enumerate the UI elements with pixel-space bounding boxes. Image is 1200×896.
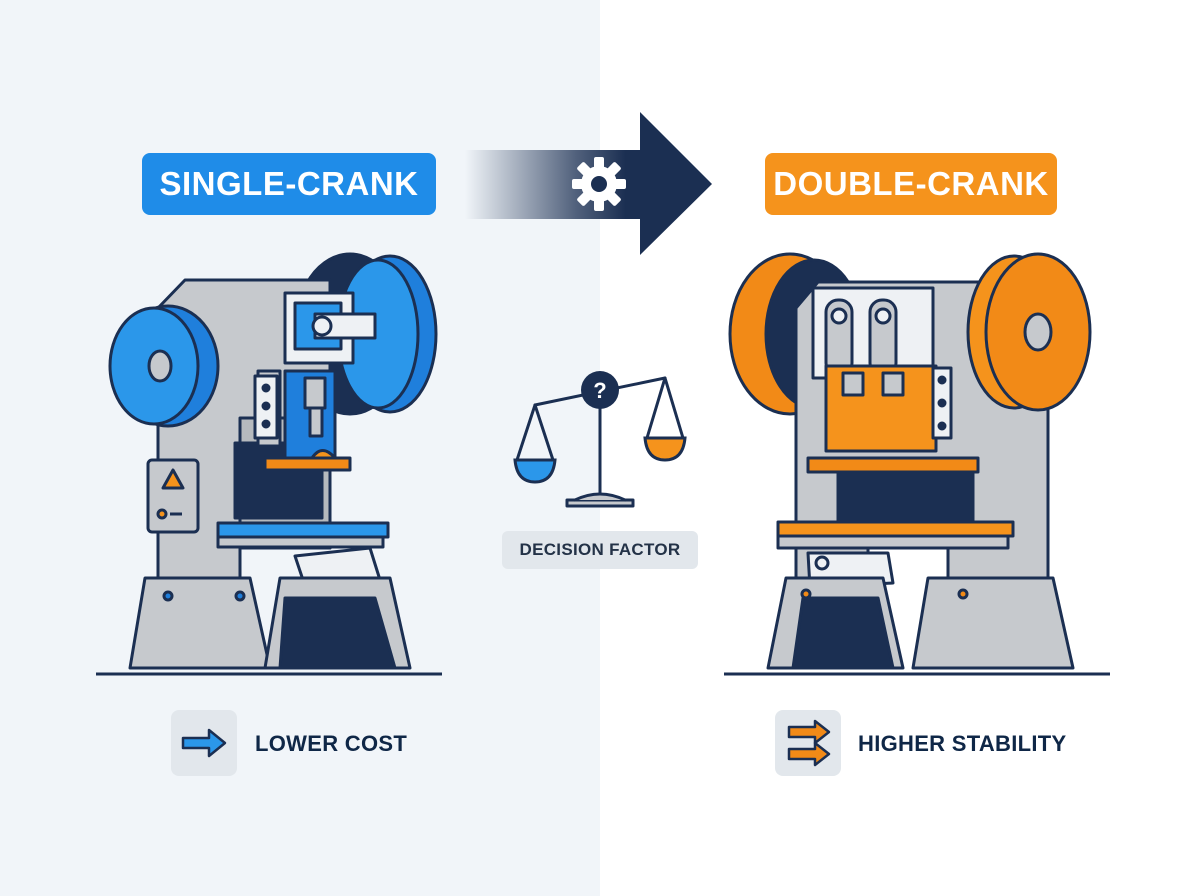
double-crank-press-illustration bbox=[724, 252, 1110, 676]
single-arrow-right-icon bbox=[171, 710, 237, 776]
single-crank-title: SINGLE-CRANK bbox=[159, 165, 419, 202]
decision-factor-label: DECISION FACTOR bbox=[519, 540, 681, 559]
question-icon bbox=[581, 371, 619, 409]
higher-stability-label: HIGHER STABILITY bbox=[858, 731, 1067, 756]
svg-text:?: ? bbox=[593, 378, 606, 403]
balance-scale-icon: ? bbox=[513, 371, 687, 508]
double-arrow-right-icon bbox=[775, 710, 841, 776]
single-crank-label: SINGLE-CRANK bbox=[142, 153, 436, 215]
transition-arrow-icon bbox=[465, 112, 712, 255]
double-crank-label: DOUBLE-CRANK bbox=[765, 153, 1057, 215]
decision-factor-badge: DECISION FACTOR bbox=[502, 531, 698, 569]
single-crank-press-illustration bbox=[96, 252, 442, 676]
gear-icon bbox=[572, 157, 626, 211]
double-crank-title: DOUBLE-CRANK bbox=[773, 165, 1049, 202]
lower-cost-label: LOWER COST bbox=[255, 731, 408, 756]
